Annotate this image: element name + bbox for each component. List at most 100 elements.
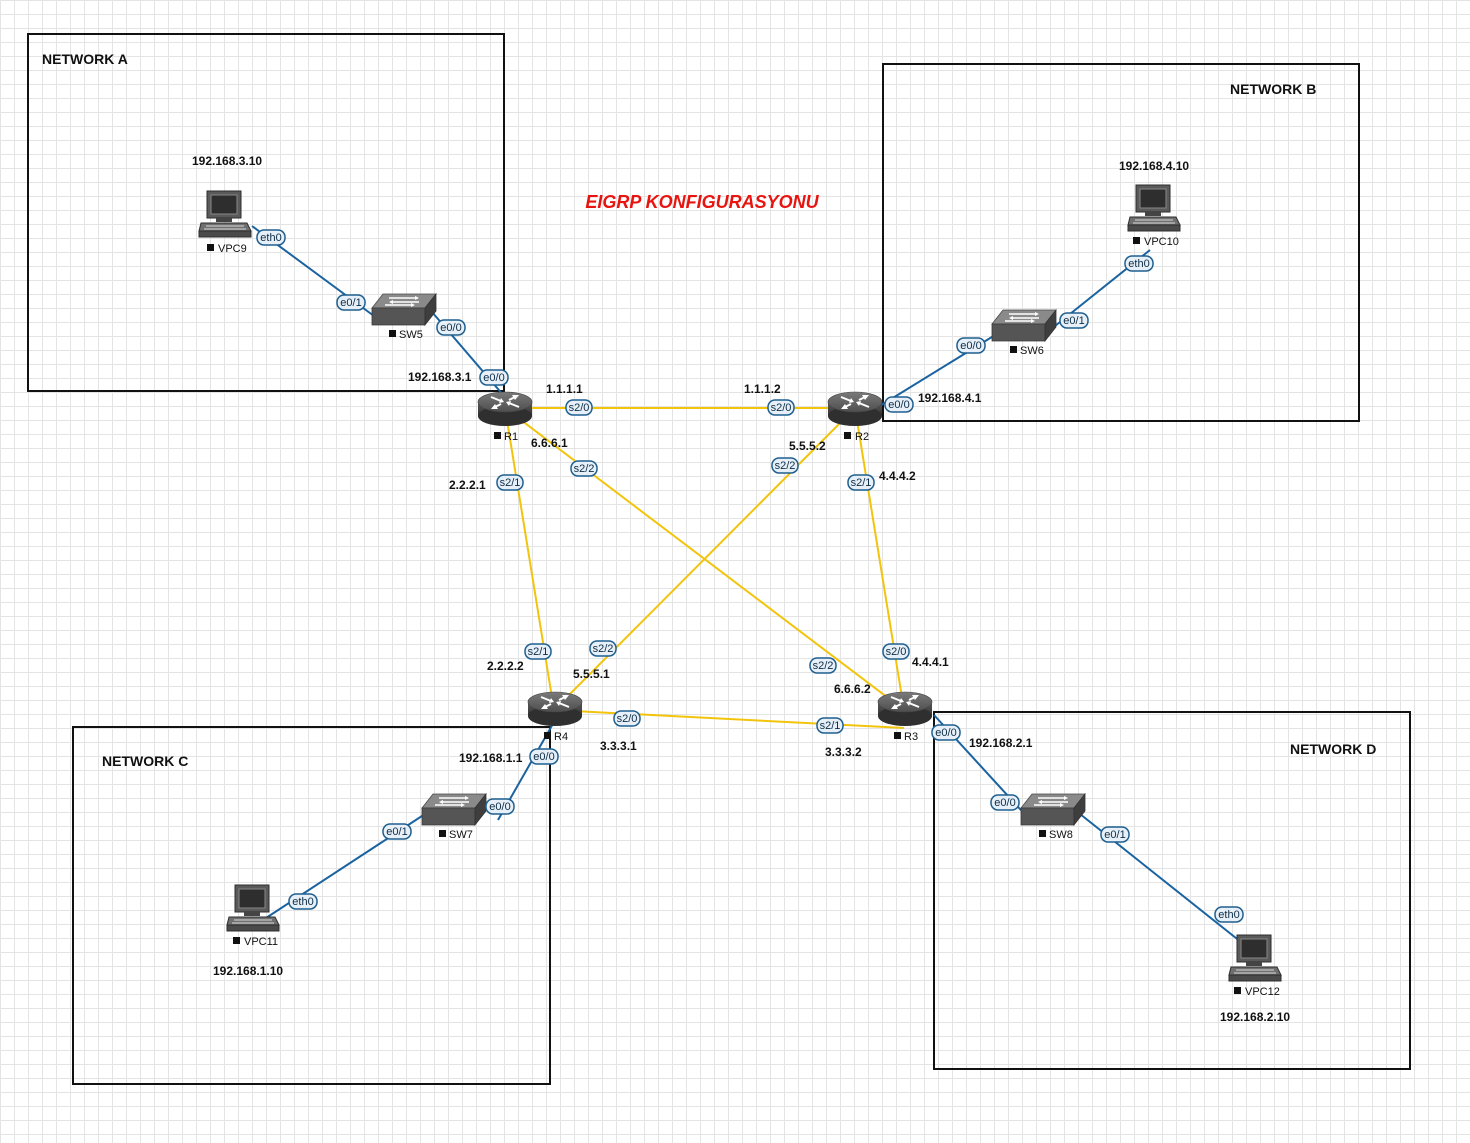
network-d-label: NETWORK D: [1290, 741, 1376, 757]
pc-vpc11-label: VPC11: [244, 936, 278, 948]
port-label: s2/2: [775, 460, 796, 472]
pc-vpc12-label: VPC12: [1245, 986, 1280, 998]
port-label: s2/1: [500, 477, 521, 489]
port-label: e0/1: [386, 826, 407, 838]
network-c-label: NETWORK C: [102, 753, 188, 769]
port-badge[interactable]: s2/0: [882, 643, 910, 660]
port-label: e0/1: [1063, 315, 1084, 327]
link-r2-r4[interactable]: [553, 407, 856, 711]
port-badge[interactable]: e0/0: [931, 724, 961, 741]
router-r3[interactable]: R3: [877, 691, 933, 743]
port-badge[interactable]: eth0: [288, 893, 318, 910]
link-r4-r3[interactable]: [553, 709, 905, 729]
port-badge[interactable]: s2/0: [613, 710, 641, 727]
port-label: e0/1: [340, 297, 361, 309]
port-badge[interactable]: s2/2: [809, 657, 837, 674]
status-square-icon: [894, 732, 901, 739]
port-label: e0/0: [440, 322, 461, 334]
address-label: 192.168.1.10: [213, 964, 283, 978]
port-badge[interactable]: s2/1: [496, 474, 524, 491]
port-badge[interactable]: s2/2: [589, 640, 617, 657]
port-label: s2/2: [593, 643, 614, 655]
port-badge[interactable]: s2/0: [767, 399, 795, 416]
port-badge[interactable]: eth0: [1124, 255, 1154, 272]
network-c-zone: NETWORK C: [72, 726, 551, 1085]
switch-sw5[interactable]: SW5: [371, 293, 437, 341]
port-badge[interactable]: s2/1: [847, 474, 875, 491]
port-badge[interactable]: eth0: [1214, 906, 1244, 923]
port-badge[interactable]: e0/0: [485, 798, 515, 815]
port-badge[interactable]: e0/1: [382, 823, 412, 840]
port-badge[interactable]: e0/1: [336, 294, 366, 311]
port-label: e0/1: [1104, 829, 1125, 841]
pc-vpc11[interactable]: VPC11: [226, 884, 280, 948]
port-label: s2/1: [528, 646, 549, 658]
router-r4[interactable]: R4: [527, 691, 583, 743]
port-badge[interactable]: e0/0: [990, 794, 1020, 811]
port-label: eth0: [260, 232, 281, 244]
router-r3-label: R3: [904, 731, 918, 743]
address-label: 5.5.5.2: [789, 439, 826, 453]
address-label: 4.4.4.1: [912, 655, 949, 669]
port-label: s2/0: [886, 646, 907, 658]
port-label: s2/1: [851, 477, 872, 489]
switch-sw7[interactable]: SW7: [421, 793, 487, 841]
link-r1-r4[interactable]: [504, 407, 555, 711]
diagram-title: EIGRP KONFIGURASYONU: [585, 192, 819, 212]
address-label: 192.168.2.1: [969, 736, 1033, 750]
port-badge[interactable]: e0/1: [1059, 312, 1089, 329]
switch-sw6-label: SW6: [1020, 345, 1044, 357]
port-badge[interactable]: s2/1: [524, 643, 552, 660]
port-label: s2/0: [569, 402, 590, 414]
pc-vpc10-label: VPC10: [1144, 236, 1179, 248]
switch-sw8[interactable]: SW8: [1020, 793, 1086, 841]
port-badge[interactable]: s2/0: [565, 399, 593, 416]
status-square-icon: [1234, 987, 1241, 994]
port-badge[interactable]: e0/0: [956, 337, 986, 354]
router-r2-label: R2: [855, 431, 869, 443]
network-d-zone: NETWORK D: [933, 711, 1411, 1070]
status-square-icon: [844, 432, 851, 439]
port-badge[interactable]: e0/0: [884, 396, 914, 413]
port-badge[interactable]: e0/0: [436, 319, 466, 336]
port-label: e0/0: [489, 801, 510, 813]
router-r2[interactable]: R2: [827, 391, 883, 443]
port-badge[interactable]: e0/0: [479, 369, 509, 386]
router-r1[interactable]: R1: [477, 391, 533, 443]
address-label: 1.1.1.2: [744, 382, 781, 396]
port-label: s2/1: [820, 720, 841, 732]
address-label: 192.168.2.10: [1220, 1010, 1290, 1024]
status-square-icon: [207, 244, 214, 251]
port-badge[interactable]: s2/1: [816, 717, 844, 734]
port-label: s2/0: [771, 402, 792, 414]
switch-sw7-label: SW7: [449, 829, 473, 841]
status-square-icon: [1133, 237, 1140, 244]
port-label: eth0: [1128, 258, 1149, 270]
link-r2-r3[interactable]: [854, 407, 905, 711]
port-label: e0/0: [888, 399, 909, 411]
address-label: 192.168.3.10: [192, 154, 262, 168]
network-b-zone: NETWORK B: [882, 63, 1360, 422]
pc-vpc9-label: VPC9: [218, 243, 247, 255]
port-label: e0/0: [483, 372, 504, 384]
status-square-icon: [1039, 830, 1046, 837]
port-badge[interactable]: e0/0: [529, 748, 559, 765]
status-square-icon: [494, 432, 501, 439]
switch-sw6[interactable]: SW6: [991, 309, 1057, 357]
status-square-icon: [233, 937, 240, 944]
port-label: e0/0: [935, 727, 956, 739]
pc-vpc10[interactable]: VPC10: [1127, 184, 1181, 248]
port-label: s2/0: [617, 713, 638, 725]
port-badge[interactable]: s2/2: [570, 460, 598, 477]
address-label: 2.2.2.1: [449, 478, 486, 492]
port-badge[interactable]: eth0: [256, 229, 286, 246]
pc-vpc9[interactable]: VPC9: [198, 190, 252, 255]
port-badge[interactable]: s2/2: [771, 457, 799, 474]
port-badge[interactable]: e0/1: [1100, 826, 1130, 843]
status-square-icon: [544, 732, 551, 739]
address-label: 192.168.4.1: [918, 391, 982, 405]
pc-vpc12[interactable]: VPC12: [1228, 934, 1282, 998]
address-label: 3.3.3.2: [825, 745, 862, 759]
address-label: 2.2.2.2: [487, 659, 524, 673]
